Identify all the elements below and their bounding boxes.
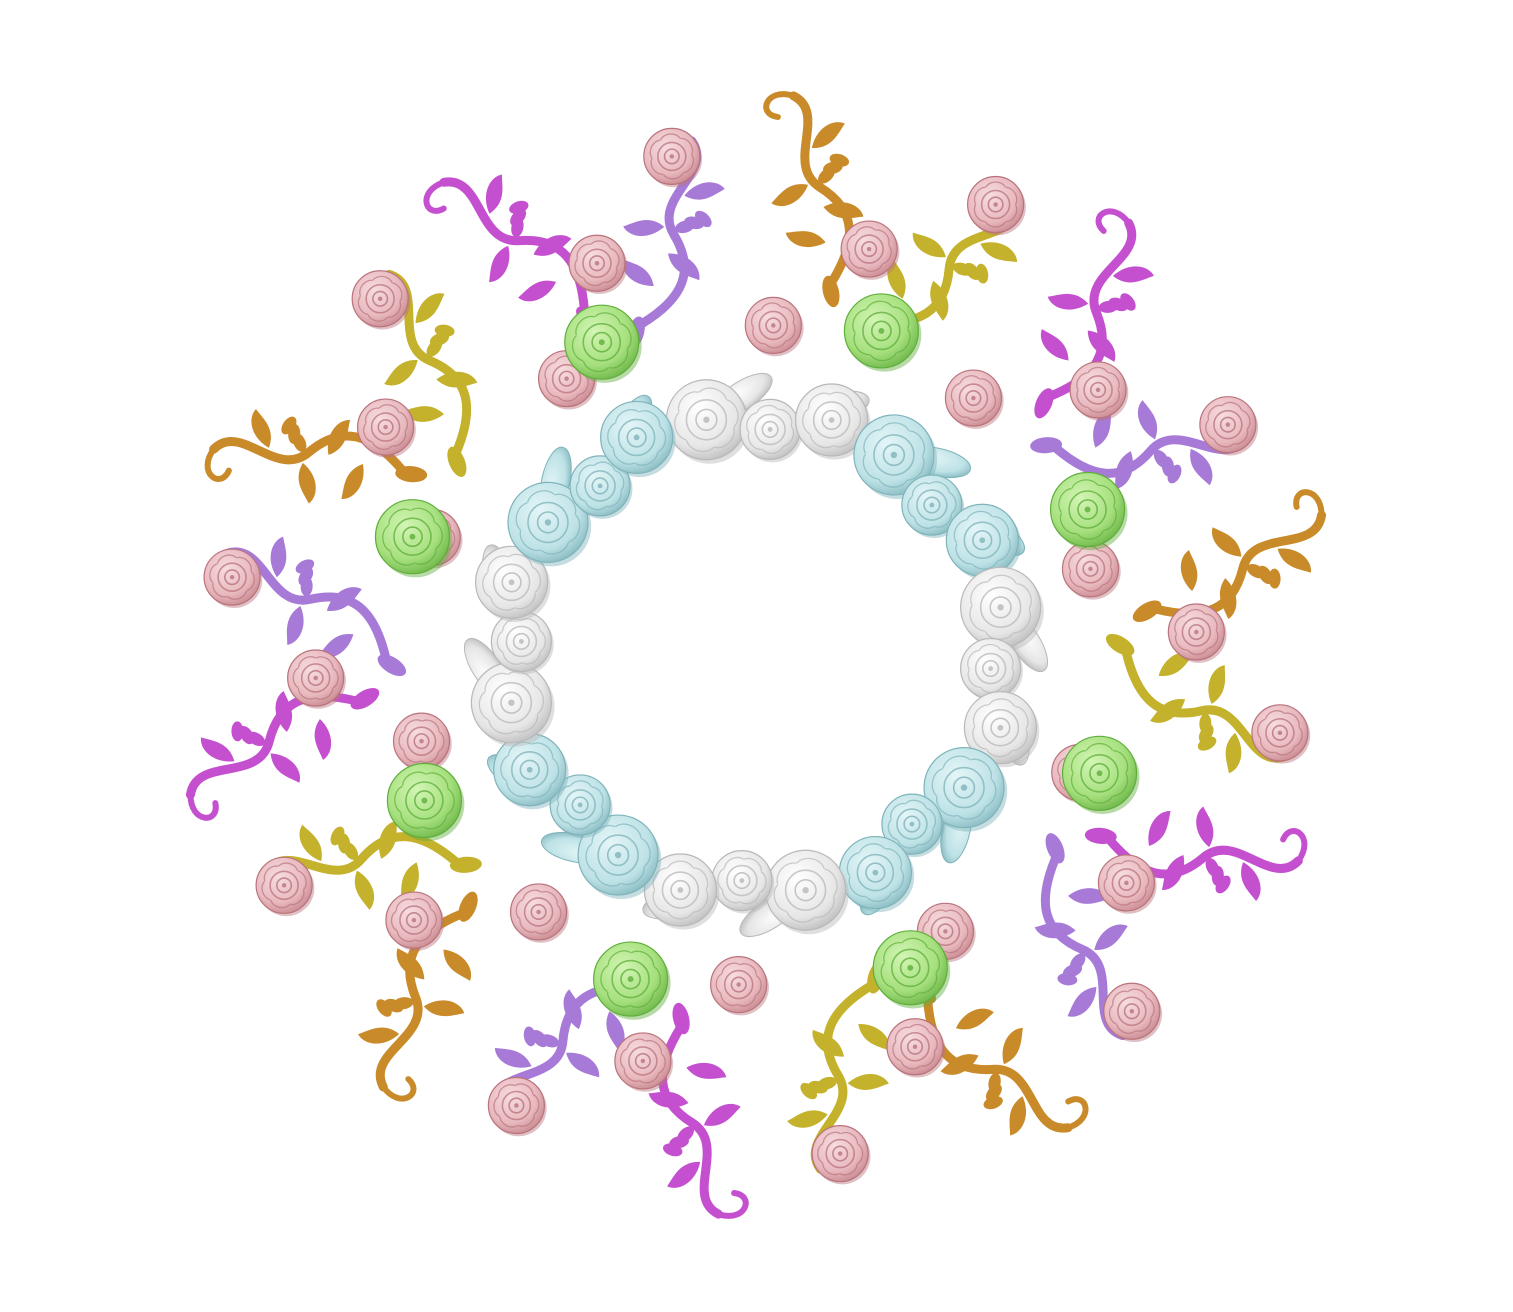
white-rose bbox=[764, 849, 849, 935]
flourish-scroll-gold bbox=[763, 91, 864, 308]
blue-rose bbox=[901, 474, 965, 539]
white-rose bbox=[960, 566, 1044, 652]
flourish-scroll-magenta bbox=[185, 688, 380, 821]
pink-rose bbox=[886, 1018, 946, 1078]
pink-rose bbox=[967, 175, 1026, 236]
white-rose bbox=[643, 853, 720, 930]
green-rose bbox=[593, 941, 671, 1020]
pink-rose bbox=[287, 649, 346, 709]
pink-rose bbox=[1097, 854, 1157, 914]
pink-rose bbox=[255, 856, 315, 917]
white-rose bbox=[963, 691, 1040, 768]
pink-rose bbox=[710, 955, 769, 1016]
pink-rose bbox=[385, 891, 445, 951]
pink-rose-layer bbox=[203, 127, 1311, 1185]
pink-rose bbox=[1103, 982, 1163, 1043]
blue-rose-cluster bbox=[486, 733, 662, 900]
green-rose-layer bbox=[374, 293, 1140, 1020]
pink-rose bbox=[1061, 540, 1121, 600]
pink-rose bbox=[392, 712, 452, 772]
blue-rose bbox=[600, 400, 676, 478]
white-rose bbox=[711, 849, 775, 914]
white-rose-cluster bbox=[665, 372, 871, 464]
white-rose bbox=[739, 398, 803, 463]
white-rose bbox=[795, 383, 871, 460]
pink-rose bbox=[1069, 361, 1129, 421]
blue-rose bbox=[507, 481, 592, 567]
green-rose bbox=[386, 762, 465, 842]
white-rose-cluster bbox=[960, 566, 1049, 768]
green-rose bbox=[374, 499, 453, 578]
white-rose bbox=[490, 610, 554, 675]
blue-rose bbox=[549, 774, 613, 838]
white-rose bbox=[470, 662, 555, 747]
white-rose-cluster bbox=[642, 849, 849, 938]
flourish-scroll-magenta bbox=[648, 1002, 749, 1219]
pink-rose bbox=[744, 296, 804, 357]
flourish-scroll-gold bbox=[358, 891, 478, 1102]
pink-rose bbox=[356, 398, 416, 458]
pink-rose bbox=[351, 270, 411, 330]
blue-rose bbox=[493, 733, 569, 810]
blue-rose bbox=[881, 793, 945, 858]
pink-rose bbox=[614, 1032, 674, 1092]
pink-rose bbox=[568, 234, 628, 295]
wreath-ring-layer bbox=[463, 372, 1049, 938]
flourish-scroll-gold bbox=[1132, 489, 1327, 622]
white-rose-cluster bbox=[463, 544, 555, 747]
pink-rose bbox=[1251, 704, 1311, 764]
white-rose bbox=[474, 545, 551, 622]
pink-rose bbox=[1167, 603, 1227, 663]
flourish-layer bbox=[185, 91, 1327, 1219]
pink-rose bbox=[487, 1076, 547, 1137]
blue-rose-cluster bbox=[507, 394, 676, 567]
blue-rose-cluster bbox=[838, 747, 1008, 916]
pink-rose bbox=[643, 127, 703, 188]
blue-rose bbox=[577, 814, 662, 900]
green-rose bbox=[1061, 735, 1140, 814]
pink-rose bbox=[944, 369, 1004, 429]
pink-rose bbox=[509, 883, 569, 943]
green-rose bbox=[1049, 471, 1128, 551]
green-rose bbox=[843, 293, 922, 372]
blue-rose bbox=[923, 747, 1008, 832]
blue-rose bbox=[569, 455, 633, 519]
pink-rose bbox=[840, 220, 900, 280]
green-rose bbox=[872, 930, 951, 1009]
white-rose bbox=[665, 379, 750, 464]
blue-rose-cluster bbox=[853, 414, 1026, 580]
green-rose bbox=[564, 304, 642, 383]
pink-rose bbox=[1199, 396, 1259, 456]
pink-rose bbox=[203, 548, 263, 608]
white-rose bbox=[960, 637, 1024, 702]
blue-rose bbox=[838, 835, 915, 913]
pink-rose bbox=[811, 1124, 871, 1185]
